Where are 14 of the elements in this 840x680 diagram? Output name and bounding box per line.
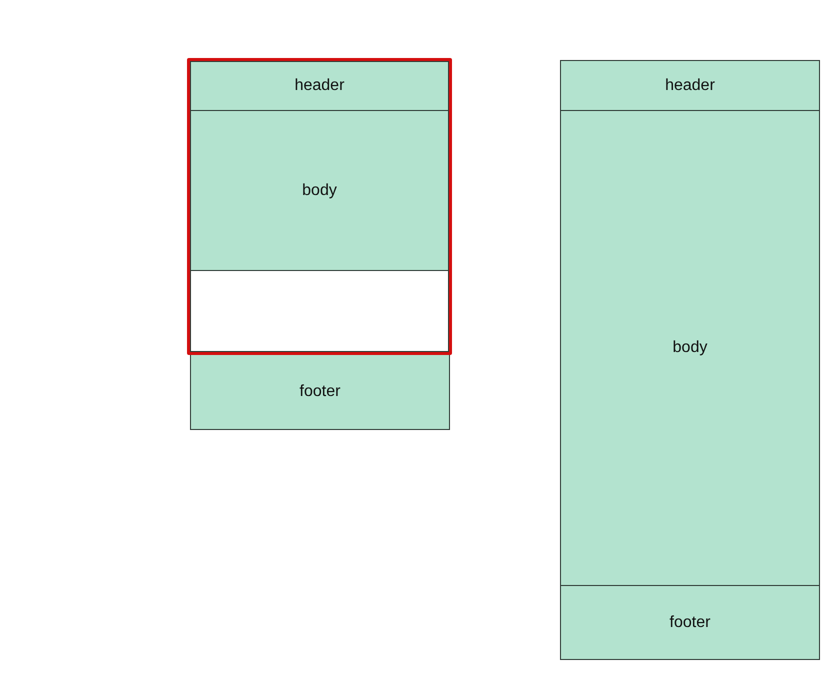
- block-label: header: [665, 76, 715, 94]
- header-block: [560, 60, 820, 111]
- block-label: footer: [670, 614, 710, 632]
- block-label: body: [672, 339, 708, 357]
- footer-block: [560, 585, 820, 660]
- block-label: footer: [300, 382, 340, 400]
- block-label: header: [294, 77, 344, 95]
- body-block: [190, 110, 449, 271]
- header-block: [190, 61, 449, 111]
- body-block: [560, 110, 820, 586]
- empty-block: [190, 270, 449, 352]
- footer-block: [190, 353, 450, 430]
- block-label: body: [302, 182, 337, 200]
- viewport-frame: [187, 58, 452, 355]
